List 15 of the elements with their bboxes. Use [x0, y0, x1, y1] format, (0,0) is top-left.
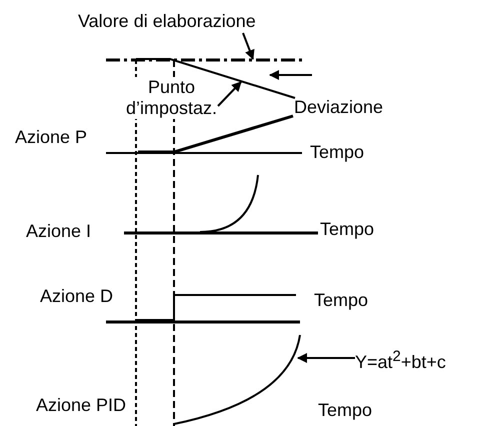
row-label: Azione D [40, 286, 114, 307]
annotation-text: Deviazione [294, 97, 384, 118]
row-label: Azione P [15, 127, 88, 148]
leader-line [217, 81, 242, 107]
callout-text: Valore di elaborazione [78, 11, 256, 32]
axis-label: Tempo [318, 400, 372, 421]
row-label: Azione I [26, 221, 92, 242]
callout-text: Punto d’impostaz. [126, 77, 217, 119]
axis-label: Tempo [310, 142, 364, 163]
row-label: Azione PID [36, 395, 126, 416]
leader-line [242, 32, 254, 60]
axis-label: Tempo [320, 219, 374, 240]
axis-label: Tempo [314, 290, 368, 311]
arrow [297, 353, 355, 363]
callout-text: Y=at$^{2}$+bt+c [355, 346, 446, 373]
